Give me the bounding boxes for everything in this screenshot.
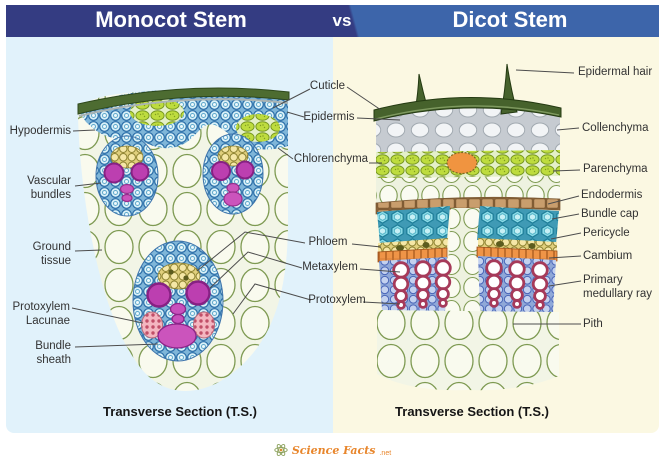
label-vascular-bundles: Vascular bundles bbox=[27, 175, 71, 201]
label-protoxylem-lacunae: Protoxylem Lacunae bbox=[12, 301, 70, 327]
dicot-caption: Transverse Section (T.S.) bbox=[395, 404, 549, 419]
header-bar: Monocot Stem vs Dicot Stem bbox=[6, 5, 659, 37]
monocot-caption: Transverse Section (T.S.) bbox=[103, 404, 257, 419]
label-pericycle: Pericycle bbox=[583, 227, 630, 239]
label-bundle-sheath: Bundle sheath bbox=[35, 340, 71, 366]
label-primary-medullary-ray: Primary medullary ray bbox=[583, 274, 653, 300]
atom-icon bbox=[274, 444, 288, 456]
label-cambium: Cambium bbox=[583, 250, 633, 262]
label-endodermis: Endodermis bbox=[581, 189, 643, 201]
monocot-panel bbox=[6, 37, 333, 433]
label-pith: Pith bbox=[583, 318, 603, 330]
vs-label: vs bbox=[332, 11, 352, 30]
brand-name: Science Facts bbox=[291, 443, 376, 457]
brand-footer: Science Facts .net bbox=[0, 440, 665, 460]
label-hypodermis: Hypodermis bbox=[9, 125, 71, 137]
dicot-title: Dicot Stem bbox=[452, 7, 568, 32]
label-parenchyma: Parenchyma bbox=[583, 163, 648, 175]
label-cuticle: Cuticle bbox=[309, 80, 346, 92]
label-epidermal-hair: Epidermal hair bbox=[578, 66, 653, 78]
label-bundle-cap: Bundle cap bbox=[581, 208, 639, 220]
label-epidermis: Epidermis bbox=[303, 111, 355, 123]
label-chlorenchyma: Chlorenchyma bbox=[293, 153, 369, 165]
label-ground-tissue: Ground tissue bbox=[32, 241, 71, 267]
label-protoxylem: Protoxylem bbox=[308, 294, 366, 306]
brand-suffix: .net bbox=[379, 450, 392, 457]
label-collenchyma: Collenchyma bbox=[582, 122, 649, 134]
monocot-title: Monocot Stem bbox=[95, 7, 247, 32]
label-metaxylem: Metaxylem bbox=[302, 261, 358, 273]
label-phloem: Phloem bbox=[308, 236, 348, 248]
